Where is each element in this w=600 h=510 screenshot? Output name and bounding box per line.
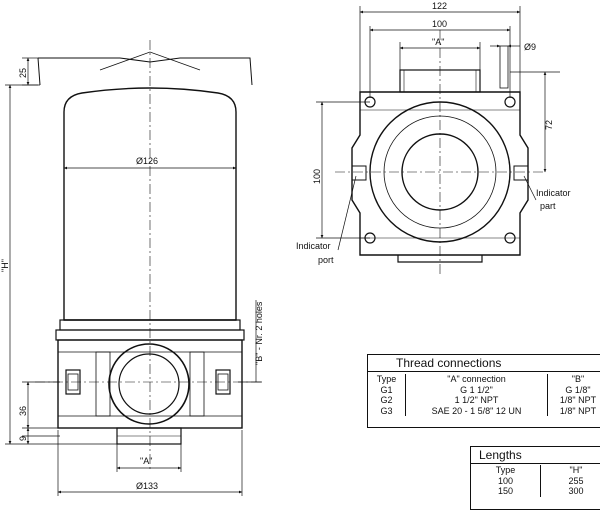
thread-header-type: Type xyxy=(368,374,406,385)
top-cap xyxy=(37,57,253,86)
thread-cell: 1/8" NPT xyxy=(559,395,597,405)
thread-cell: SAE 20 - 1 5/8" 12 UN xyxy=(406,405,548,416)
lengths-cell: 300 xyxy=(568,486,584,496)
thread-cell: G3 xyxy=(368,405,406,416)
b-holes-callout: "B" - Nr. 2 holes xyxy=(254,301,264,365)
inlet-port-inner xyxy=(118,353,180,415)
thread-cell: G 1/8" xyxy=(565,384,591,395)
dim-h: "H" xyxy=(0,259,10,272)
lengths-table-title: Lengths xyxy=(471,447,600,464)
dim-100-top: 100 xyxy=(432,19,447,29)
thread-table-grid: Type "A" connection "B" G1 G 1 1/2" G 1/… xyxy=(368,372,600,416)
thread-table-title: Thread connections xyxy=(368,355,600,372)
dim-9-bottom: 9 xyxy=(18,436,28,441)
thread-cell: G2 xyxy=(368,395,406,406)
indicator-label-left: Indicator port xyxy=(296,241,334,265)
lengths-table: Lengths Type "H" 100 255 150 300 xyxy=(470,446,600,510)
flange-outline xyxy=(351,91,529,256)
side-view xyxy=(37,51,253,445)
lengths-table-grid: Type "H" 100 255 150 300 xyxy=(471,464,600,497)
dim-a-top: "A" xyxy=(432,37,444,47)
indicator-label-right: Indicator part xyxy=(536,188,573,211)
indicator-port-right xyxy=(513,165,529,181)
thread-cell: G1 xyxy=(368,384,406,395)
bolt-hole-tr xyxy=(504,96,516,108)
dim-126: Ø126 xyxy=(136,156,158,166)
bolt-hole-br xyxy=(504,232,516,244)
dim-122: 122 xyxy=(432,1,447,11)
lengths-header-type: Type xyxy=(471,465,541,476)
thread-header-a: "A" connection xyxy=(406,374,548,385)
dim-a-bottom: "A" xyxy=(140,456,152,466)
thread-header-b: "B" xyxy=(571,374,585,384)
lengths-cell: 255 xyxy=(568,475,584,486)
dim-9: Ø9 xyxy=(524,42,536,52)
lengths-cell: 100 xyxy=(471,475,541,486)
thread-cell: 1/8" NPT xyxy=(559,405,597,416)
dim-25: 25 xyxy=(18,68,28,78)
indicator-port-left xyxy=(351,165,367,181)
dim-133: Ø133 xyxy=(136,481,158,491)
lengths-header-h: "H" xyxy=(569,465,583,475)
thread-cell: G 1 1/2" xyxy=(406,384,548,395)
dim-36: 36 xyxy=(18,406,28,416)
dim-72: 72 xyxy=(544,120,554,130)
dim-100-side: 100 xyxy=(312,169,322,184)
thread-cell: 1 1/2" NPT xyxy=(406,395,548,406)
lengths-cell: 150 xyxy=(471,486,541,497)
canister-body xyxy=(63,87,237,321)
inlet-port-outer xyxy=(108,343,190,425)
thread-connections-table: Thread connections Type "A" connection "… xyxy=(367,354,600,428)
